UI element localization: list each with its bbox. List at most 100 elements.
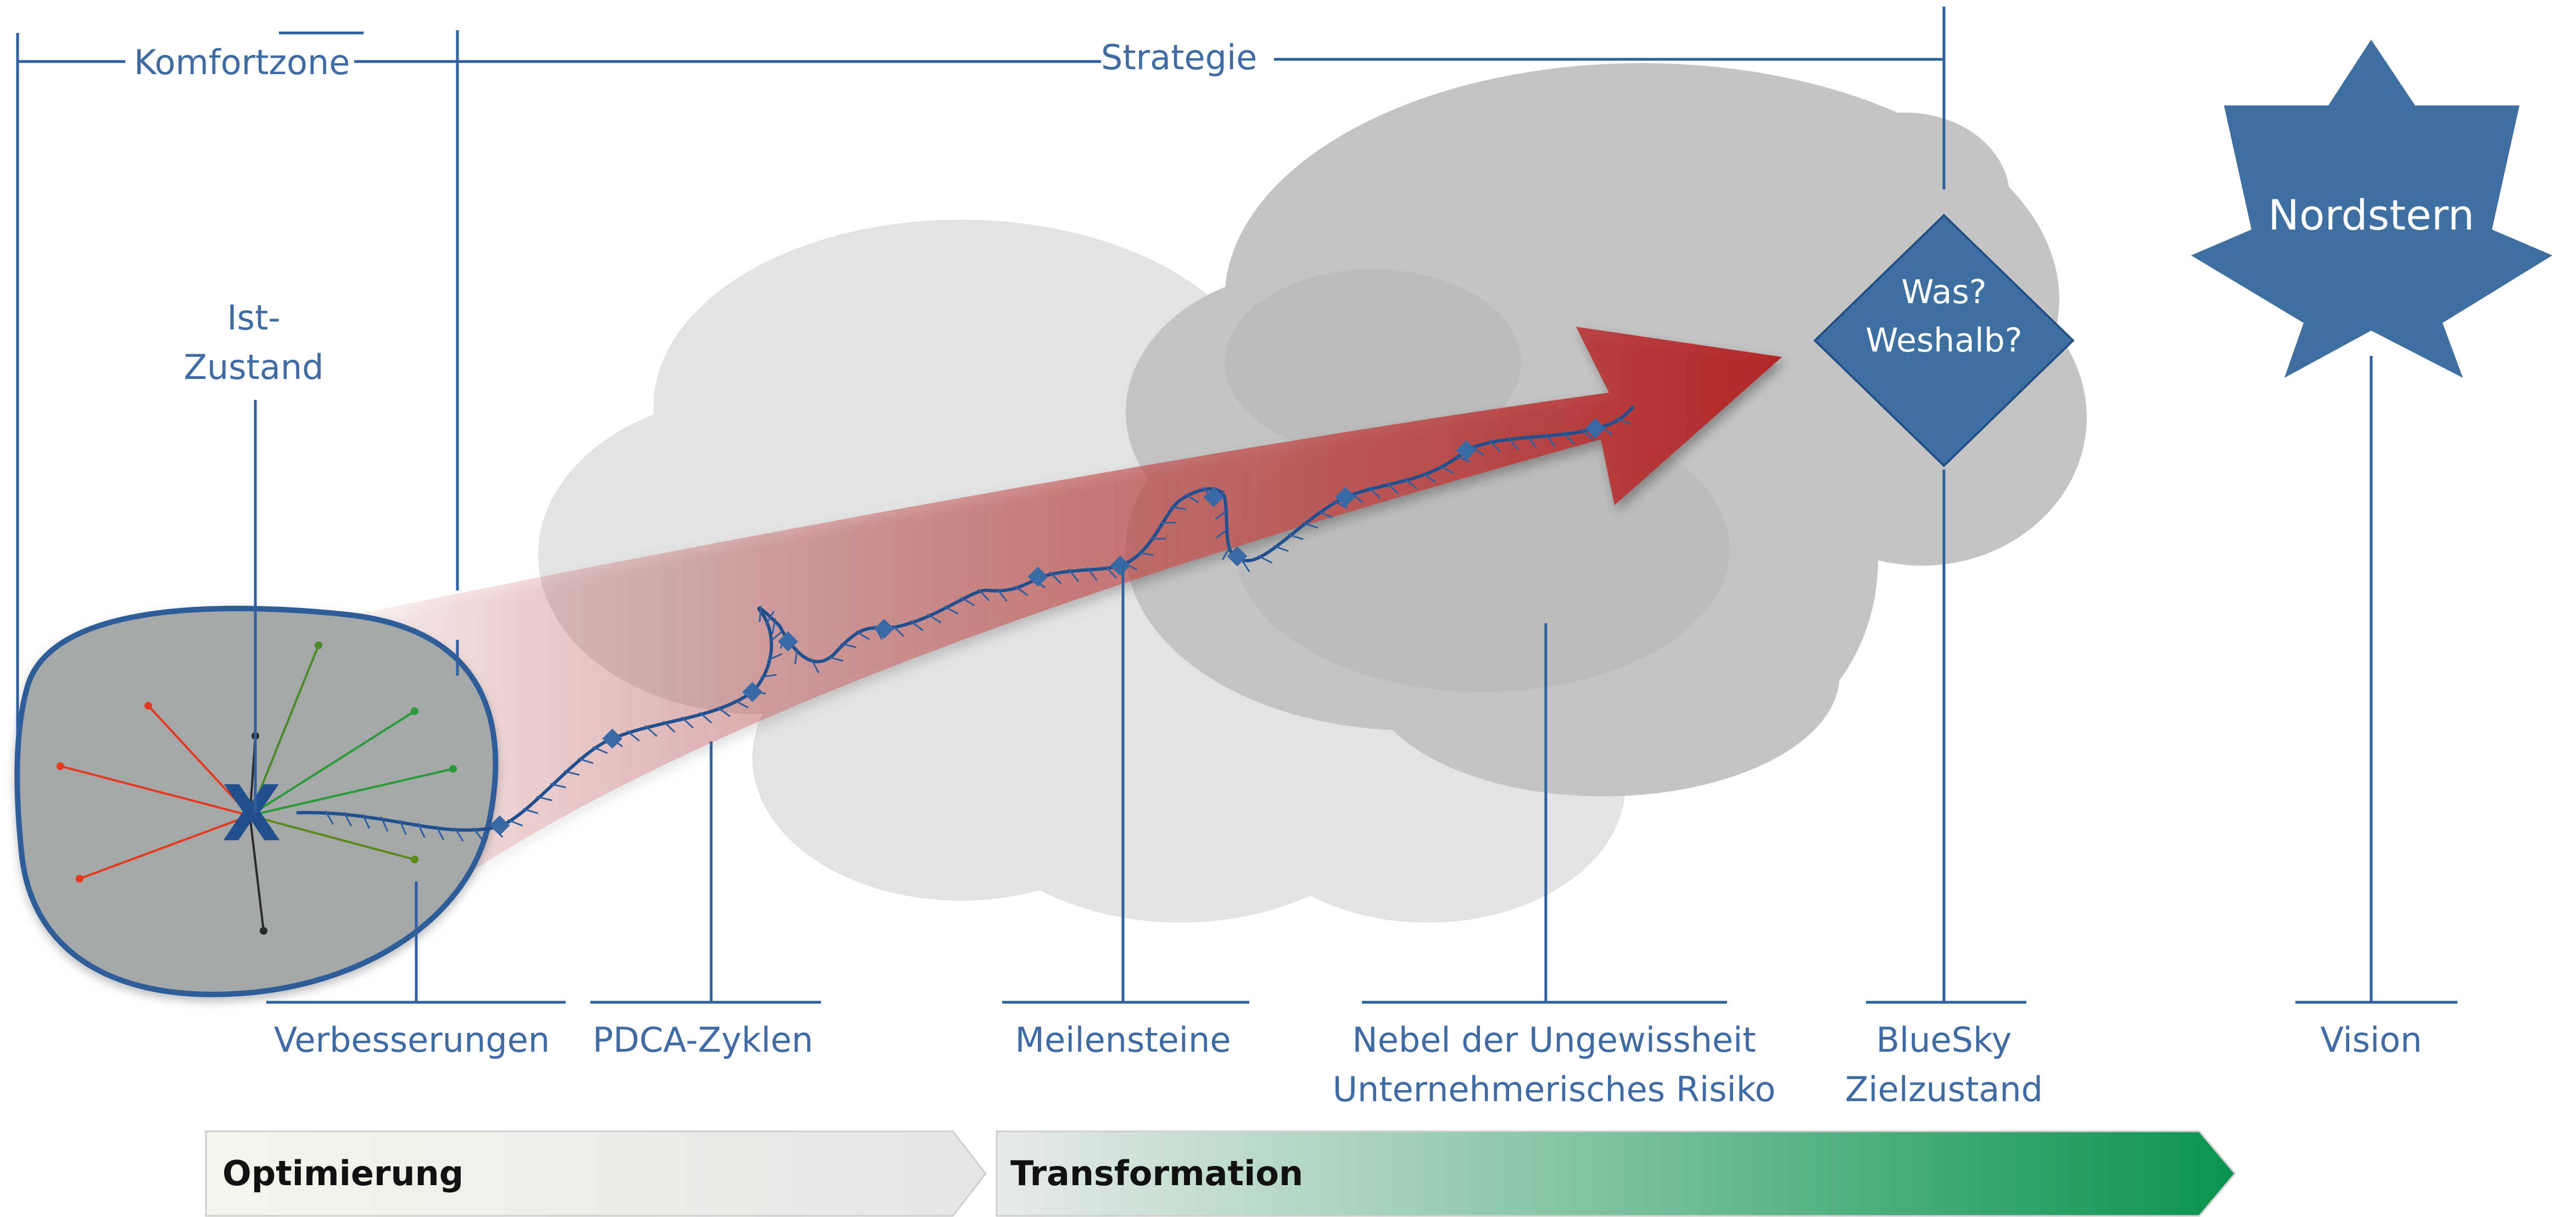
pdca-tick: [324, 810, 334, 825]
milestone-markers: [489, 418, 1606, 836]
pdca-tick: [1258, 555, 1273, 564]
pdca-tick: [1471, 445, 1484, 456]
bluesky-label-2: Zielzustand: [1845, 1069, 2043, 1109]
pdca-tick: [627, 730, 640, 742]
pdca-tick: [1317, 510, 1333, 518]
pdca-tick: [765, 611, 775, 626]
pdca-tick: [1105, 566, 1117, 579]
phase-transformation-label: Transformation: [1010, 1153, 1303, 1193]
phase-transformation: Transformation: [996, 1130, 2236, 1217]
pdca-tick: [761, 674, 777, 678]
improvements-label: Verbesserungen: [274, 1020, 550, 1060]
pdca-tick: [794, 648, 798, 665]
pdca-tick: [399, 819, 407, 835]
pdca-tick: [734, 699, 749, 708]
comfort-zone-label: Komfortzone: [134, 42, 350, 82]
milestones-label: Meilensteine: [1015, 1020, 1231, 1060]
north-star-label: Nordstern: [2268, 191, 2474, 239]
pdca-tick: [550, 783, 566, 789]
pdca-tick: [699, 712, 712, 724]
pdca-tick: [1215, 509, 1229, 520]
phase-optimization-label: Optimierung: [222, 1153, 463, 1193]
diamond-question-1: Was?: [1901, 273, 1986, 311]
north-star: Nordstern: [2191, 40, 2552, 378]
pdca-tick: [840, 643, 857, 649]
improvement-path: [296, 405, 1635, 832]
pdca-tick: [662, 721, 675, 733]
pdca-tick: [435, 825, 445, 841]
pdca-tick: [1068, 568, 1080, 582]
fog-label-2: Unternehmerisches Risiko: [1333, 1069, 1776, 1109]
pdca-label: PDCA-Zyklen: [593, 1020, 813, 1060]
pdca-tick: [1288, 533, 1304, 540]
pdca-tick: [827, 656, 843, 662]
pdca-tick: [454, 827, 464, 842]
pdca-tick: [1138, 551, 1154, 556]
pdca-tick: [1489, 439, 1501, 453]
pdca-tick: [681, 716, 694, 729]
pdca-tick: [1544, 433, 1556, 447]
pdca-tick: [1221, 545, 1232, 560]
pdca-tick: [1302, 522, 1318, 529]
pdca-tick: [1184, 493, 1199, 504]
pdca-tick: [996, 588, 1008, 602]
pdca-tick: [927, 613, 942, 624]
pdca-tick: [1422, 472, 1436, 483]
diamond-question-2: Weshalb?: [1865, 321, 2022, 360]
phase-optimization: Optimierung: [205, 1130, 987, 1217]
pdca-tick: [1455, 455, 1471, 462]
pdca-tick: [1563, 431, 1575, 445]
pdca-tick: [1386, 482, 1399, 494]
pdca-tick: [1526, 434, 1538, 449]
pdca-tick: [507, 819, 523, 827]
pdca-tick: [717, 706, 731, 717]
pdca-tick: [644, 725, 658, 737]
pdca-tick: [943, 605, 959, 615]
pdca-tick: [1086, 567, 1098, 581]
pdca-tick: [361, 813, 371, 829]
pdca-tick: [1160, 521, 1176, 524]
pdca-tick: [563, 770, 580, 776]
pdca-tick: [769, 631, 782, 643]
strategy-label: Strategie: [1101, 37, 1257, 77]
pdca-tick: [343, 812, 353, 827]
pdca-tick: [1333, 500, 1348, 509]
pdca-tick: [909, 620, 924, 632]
pdca-tick: [767, 653, 783, 661]
pdca-tick: [810, 658, 820, 673]
pdca-tick: [758, 606, 762, 622]
pdca-tick: [1216, 527, 1230, 539]
pdca-tick: [960, 596, 975, 606]
target-diamond: Was? Weshalb?: [1813, 214, 2075, 467]
current-state-marker: X: [222, 769, 281, 859]
pdca-tick: [1170, 506, 1186, 510]
current-state-label-1: Ist-: [227, 298, 280, 338]
pdca-tick: [1014, 585, 1029, 596]
pdca-tick: [771, 618, 776, 634]
pdca-tick: [855, 630, 870, 640]
pdca-tick: [417, 823, 426, 838]
pdca-ticks: [324, 417, 1632, 842]
bracket-lines: [16, 7, 2457, 1004]
pdca-tick: [1404, 478, 1418, 490]
pdca-tick: [977, 588, 990, 601]
pdca-tick: [593, 746, 608, 754]
pdca-tick: [1368, 487, 1381, 499]
pdca-tick: [1439, 465, 1454, 474]
pdca-tick: [380, 816, 389, 832]
fog-label-1: Nebel der Ungewissheit: [1352, 1020, 1756, 1060]
pdca-tick: [522, 808, 539, 814]
pdca-tick: [1049, 571, 1062, 584]
vision-label: Vision: [2320, 1020, 2422, 1060]
pdca-tick: [578, 757, 594, 764]
pdca-tick: [1616, 417, 1632, 425]
bluesky-label-1: BlueSky: [1876, 1020, 2012, 1060]
pdca-tick: [537, 796, 552, 801]
pdca-tick: [1581, 428, 1594, 441]
pdca-tick: [1273, 545, 1289, 552]
current-state-label-2: Zustand: [183, 347, 323, 387]
pdca-tick: [472, 827, 484, 841]
pdca-tick: [892, 624, 905, 637]
